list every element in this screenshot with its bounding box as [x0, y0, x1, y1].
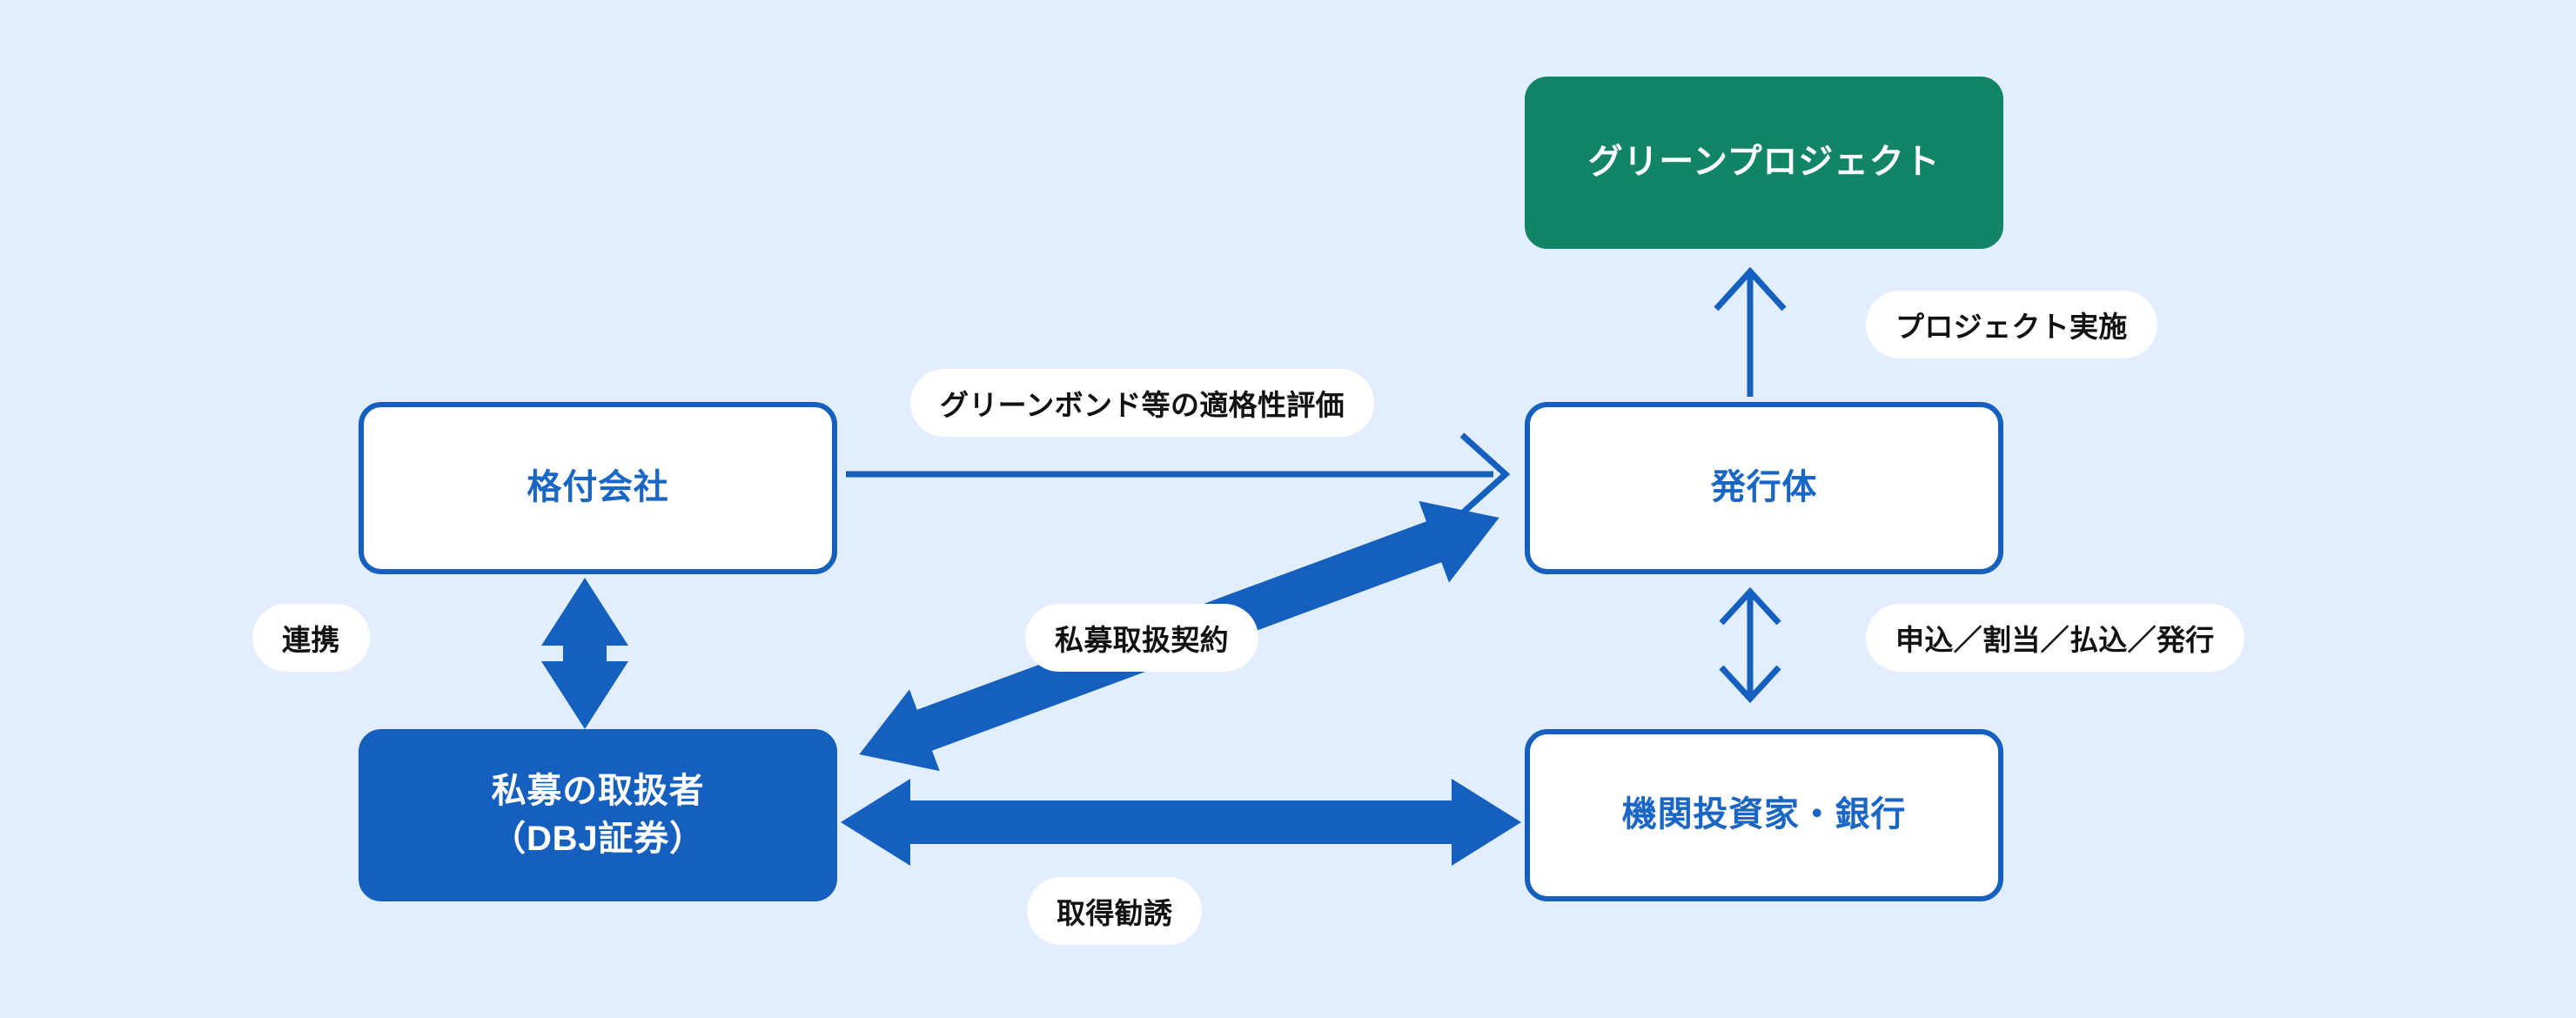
node-issuer-label: 発行体 [1710, 468, 1818, 507]
edge-label-issuance-flow: 申込／割当／払込／発行 [1866, 604, 2244, 672]
edge-label-project-execution: プロジェクト実施 [1866, 291, 2157, 358]
node-issuer[interactable]: 発行体 [1525, 402, 2003, 574]
node-rating-agency[interactable]: 格付会社 [359, 402, 837, 574]
node-institutional-investors-banks-label: 機関投資家・銀行 [1621, 795, 1907, 834]
node-green-project[interactable]: グリーンプロジェクト [1525, 77, 2003, 249]
node-private-placement-dealer-label-line1: 私募の取扱者 [491, 771, 705, 810]
edge-label-private-placement-contract: 私募取扱契約 [1025, 604, 1258, 672]
arrow-issuer-to-project [1714, 266, 1787, 397]
edge-label-solicitation: 取得勧誘 [1027, 877, 1203, 945]
edge-label-eligibility: グリーンボンド等の適格性評価 [910, 369, 1374, 437]
edge-label-alliance: 連携 [252, 604, 370, 672]
arrow-rating-dealer [541, 578, 628, 729]
node-private-placement-dealer[interactable]: 私募の取扱者 （DBJ証券） [359, 729, 837, 901]
node-private-placement-dealer-label-line2: （DBJ証券） [491, 820, 705, 858]
node-institutional-investors-banks[interactable]: 機関投資家・銀行 [1525, 729, 2003, 901]
arrow-issuer-investor [1719, 586, 1781, 704]
node-rating-agency-label: 格付会社 [527, 468, 669, 507]
arrow-dealer-investor [841, 779, 1521, 866]
node-green-project-label: グリーンプロジェクト [1587, 143, 1941, 182]
arrow-rating-to-issuer [846, 432, 1511, 516]
